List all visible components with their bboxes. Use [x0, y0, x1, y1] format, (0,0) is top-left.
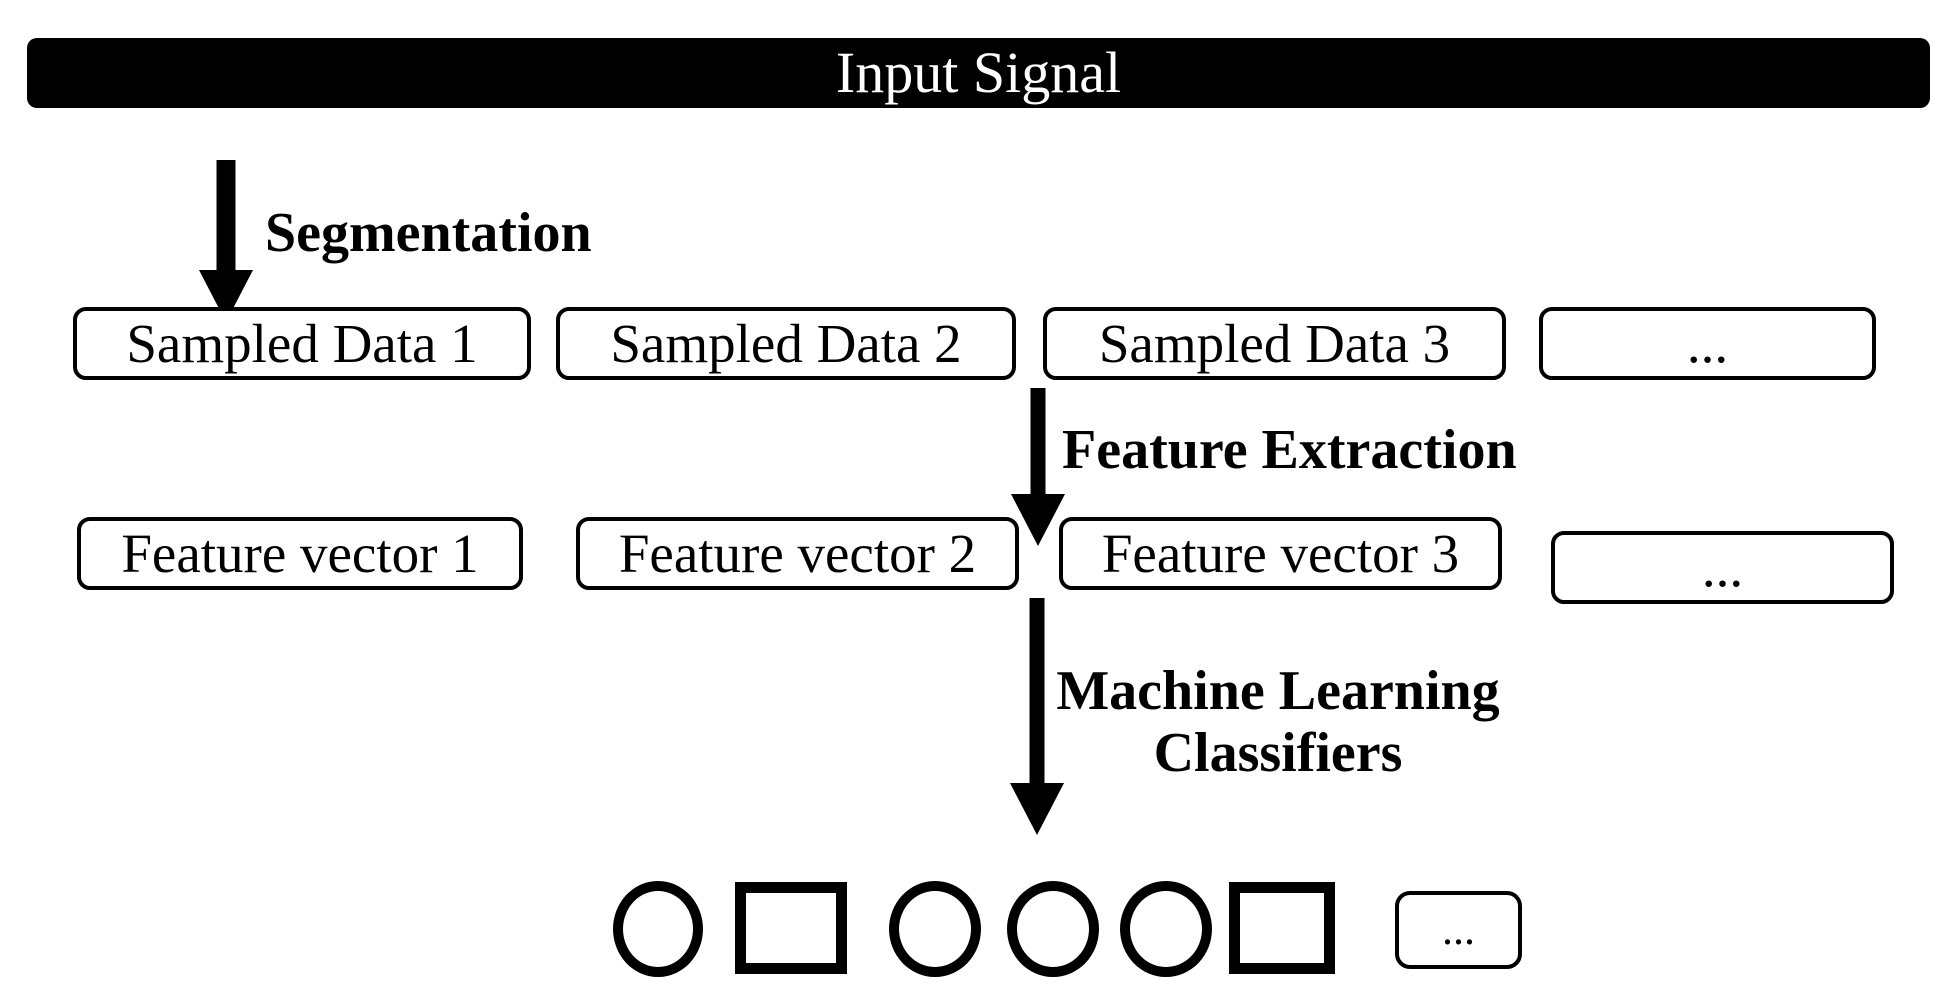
- sampled-data-1-box: Sampled Data 1: [73, 307, 531, 380]
- feature-extraction-label: Feature Extraction: [1062, 419, 1517, 481]
- feature-vector-1-label: Feature vector 1: [121, 523, 479, 584]
- arrow-head: [1011, 494, 1065, 546]
- sampled-data-1-label: Sampled Data 1: [126, 313, 478, 374]
- input-signal-bar: Input Signal: [27, 38, 1930, 108]
- feature-vector-2-label: Feature vector 2: [618, 523, 977, 584]
- sampled-data-2-box: Sampled Data 2: [556, 307, 1016, 380]
- class-circle-icon: [889, 881, 981, 977]
- class-circle-icon: [1120, 881, 1212, 977]
- class-circle-icon: [613, 881, 703, 977]
- sampled-data-2-label: Sampled Data 2: [610, 313, 962, 374]
- feature-vector-3-box: Feature vector 3: [1059, 517, 1502, 590]
- feature-vector-2-box: Feature vector 2: [576, 517, 1019, 590]
- arrow-shaft: [1030, 388, 1046, 498]
- class-more-label: ...: [1442, 905, 1475, 954]
- ml-classifiers-arrow-icon: [1010, 598, 1064, 835]
- class-rectangle-icon: [1229, 882, 1335, 974]
- class-rectangle-icon: [735, 882, 847, 974]
- sampled-data-3-label: Sampled Data 3: [1098, 313, 1451, 374]
- feature-vector-more-label: ...: [1701, 537, 1744, 598]
- arrow-head: [1010, 783, 1064, 835]
- arrow-shaft: [216, 160, 236, 276]
- feature-extraction-arrow-icon: [1011, 388, 1065, 546]
- class-circle-icon: [1007, 881, 1099, 977]
- segmentation-label: Segmentation: [265, 202, 592, 264]
- feature-vector-1-box: Feature vector 1: [77, 517, 523, 590]
- feature-vector-more-box: ...: [1551, 531, 1894, 604]
- sampled-data-more-label: ...: [1686, 313, 1729, 374]
- feature-vector-3-label: Feature vector 3: [1101, 523, 1460, 584]
- sampled-data-3-box: Sampled Data 3: [1043, 307, 1506, 380]
- sampled-data-more-box: ...: [1539, 307, 1876, 380]
- arrow-shaft: [1029, 598, 1045, 785]
- segmentation-arrow-icon: [199, 160, 253, 322]
- class-more-box: ...: [1395, 891, 1522, 969]
- ml-classifiers-label: Machine Learning Classifiers: [1056, 660, 1500, 784]
- input-signal-label: Input Signal: [835, 40, 1122, 105]
